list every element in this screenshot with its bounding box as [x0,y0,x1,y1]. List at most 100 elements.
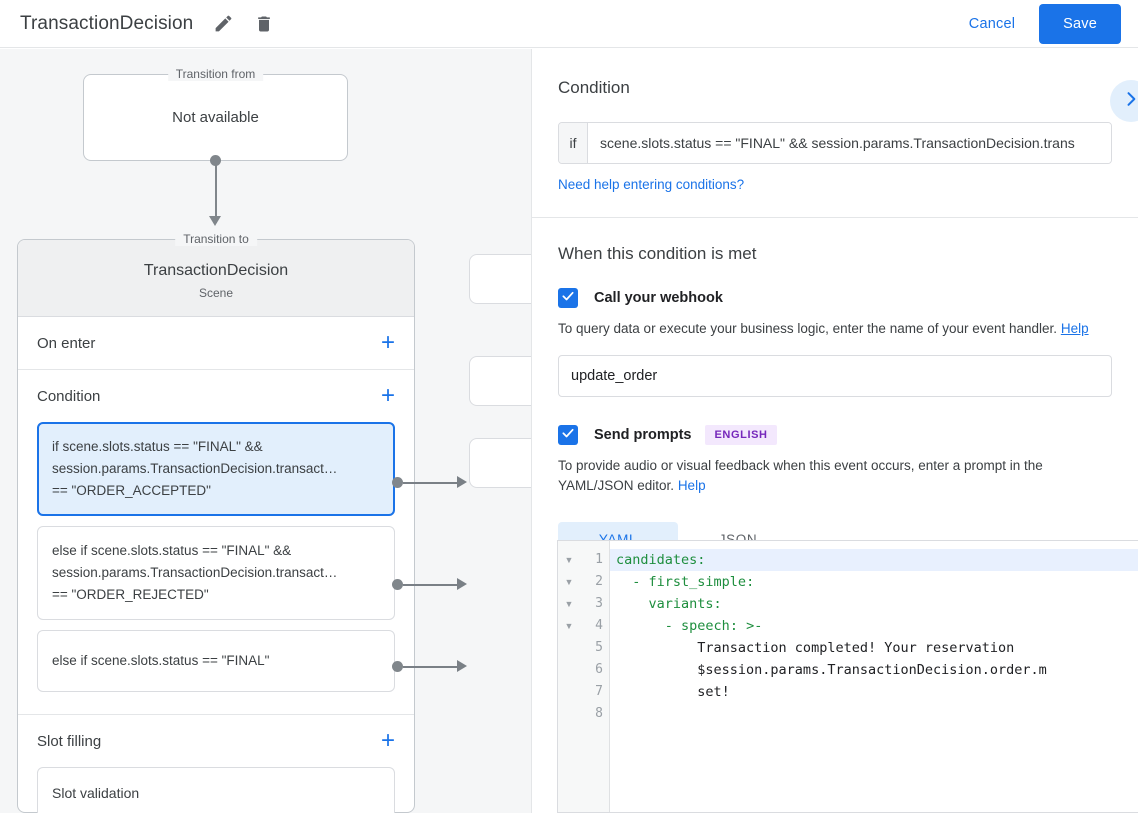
line-number: 3 [595,596,603,611]
prompts-description-text: To provide audio or visual feedback when… [558,458,1043,493]
target-stub-box-1[interactable] [469,254,531,304]
check-icon [561,426,575,445]
scene-graph-panel: Transition from Not available Transition… [0,49,531,813]
condition-card-2-line1: else if scene.slots.status == "FINAL" && [52,543,292,558]
condition-list: if scene.slots.status == "FINAL" && sess… [18,422,414,714]
fold-spacer [558,637,580,659]
fold-spacer [558,681,580,703]
check-icon [561,289,575,308]
code-line[interactable]: - speech: >- [610,615,1138,637]
edge-line-3 [403,666,459,668]
yaml-punct-token: : [746,574,755,590]
add-condition-button[interactable]: + [380,382,395,409]
condition-card-1-line1: if scene.slots.status == "FINAL" && [52,439,263,454]
collapse-panel-button[interactable] [1110,80,1138,122]
edge-line-1 [403,482,459,484]
on-enter-section: On enter + [18,317,414,370]
condition-card-1-line2: session.params.TransactionDecision.trans… [52,461,338,476]
header-actions: Cancel Save [957,3,1138,44]
language-badge: ENGLISH [705,425,777,445]
yaml-punct-token: : [713,596,722,612]
connector-arrow-down [209,216,221,226]
edge-arrow-1 [457,476,467,488]
code-line[interactable]: - first_simple: [610,571,1138,593]
condition-heading: Condition [558,78,630,97]
scene-name: TransactionDecision [143,262,289,279]
fold-triangle-icon[interactable]: ▼ [564,577,574,587]
condition-card-3-line1: else if scene.slots.status == "FINAL" [52,653,270,668]
code-line[interactable]: set! [610,681,1138,703]
send-prompts-checkbox[interactable] [558,425,578,445]
save-button[interactable]: Save [1039,3,1121,44]
prompts-help-link[interactable]: Help [677,478,706,493]
condition-if-prefix: if [559,123,588,163]
call-webhook-checkbox[interactable] [558,288,578,308]
scene-header: TransactionDecision Scene [18,240,414,317]
condition-card-2[interactable]: else if scene.slots.status == "FINAL" &&… [37,526,395,620]
code-line[interactable]: $session.params.TransactionDecision.orde… [610,659,1138,681]
call-webhook-label: Call your webhook [594,290,723,306]
connector-dot-top [210,155,221,166]
code-line[interactable]: variants: [610,593,1138,615]
edge-arrow-3 [457,660,467,672]
condition-met-block: When this condition is met Call your web… [532,218,1138,556]
webhook-handler-input[interactable] [558,355,1112,397]
add-slot-filling-button[interactable]: + [380,727,395,754]
line-number: 4 [595,618,603,633]
condition-section-title: Condition [37,387,101,405]
fold-triangle-icon[interactable]: ▼ [564,555,574,565]
edit-name-button[interactable] [211,12,235,36]
condition-input[interactable] [588,123,1111,163]
yaml-text-token: set! [616,684,730,700]
webhook-description-text: To query data or execute your business l… [558,321,1058,336]
condition-card-1[interactable]: if scene.slots.status == "FINAL" && sess… [37,422,395,516]
edge-arrow-2 [457,578,467,590]
target-stub-box-2[interactable] [469,356,531,406]
yaml-key-token: - speech [664,618,730,634]
trash-icon [254,14,274,34]
add-on-enter-button[interactable]: + [380,329,395,356]
panel-divider [532,217,1138,218]
send-prompts-label: Send prompts [594,427,692,443]
transition-from-value: Not available [172,109,259,126]
code-line[interactable]: candidates: [610,549,1138,571]
editor-fold-gutter[interactable]: ▼ ▼ ▼ ▼ [558,541,580,812]
send-prompts-checkbox-row: Send prompts ENGLISH [558,425,1112,445]
edge-line-2 [403,584,459,586]
cancel-button[interactable]: Cancel [957,8,1027,40]
on-enter-title: On enter [37,334,96,352]
target-stub-box-3[interactable] [469,438,531,488]
condition-help-link[interactable]: Need help entering conditions? [558,177,745,192]
condition-section: Condition + if scene.slots.status == "FI… [18,370,414,715]
condition-met-heading: When this condition is met [558,244,757,263]
scene-type: Scene [198,286,234,300]
app-header: TransactionDecision Cancel Save [0,0,1138,48]
fold-triangle-icon[interactable]: ▼ [564,599,574,609]
condition-card-2-line3: == "ORDER_REJECTED" [52,587,209,602]
condition-card-2-line2: session.params.TransactionDecision.trans… [52,565,338,580]
condition-card-3[interactable]: else if scene.slots.status == "FINAL" [37,630,395,692]
slot-filling-section: Slot filling + Slot validation [18,715,414,813]
condition-input-group: if [558,122,1112,164]
slot-filling-list: Slot validation [18,767,414,813]
webhook-checkbox-row: Call your webhook [558,288,1112,308]
line-number: 8 [595,706,603,721]
fold-spacer [558,659,580,681]
edge-dot-3 [392,661,403,672]
webhook-help-link[interactable]: Help [1060,321,1089,336]
condition-card-1-line3: == "ORDER_ACCEPTED" [52,483,211,498]
line-number: 5 [595,640,603,655]
code-line[interactable]: Transaction completed! Your reservation [610,637,1138,659]
line-number: 1 [595,552,603,567]
delete-button[interactable] [252,12,276,36]
page-title: TransactionDecision [20,12,194,34]
editor-code-area[interactable]: candidates: - first_simple: variants: - … [610,541,1138,812]
code-line[interactable] [610,703,1138,725]
slot-validation-item[interactable]: Slot validation [37,767,395,813]
transition-from-legend: Transition from [167,67,264,81]
yaml-text-token: Transaction completed! Your reservation [616,640,1015,656]
fold-triangle-icon[interactable]: ▼ [564,621,574,631]
yaml-key-token: variants [648,596,714,612]
